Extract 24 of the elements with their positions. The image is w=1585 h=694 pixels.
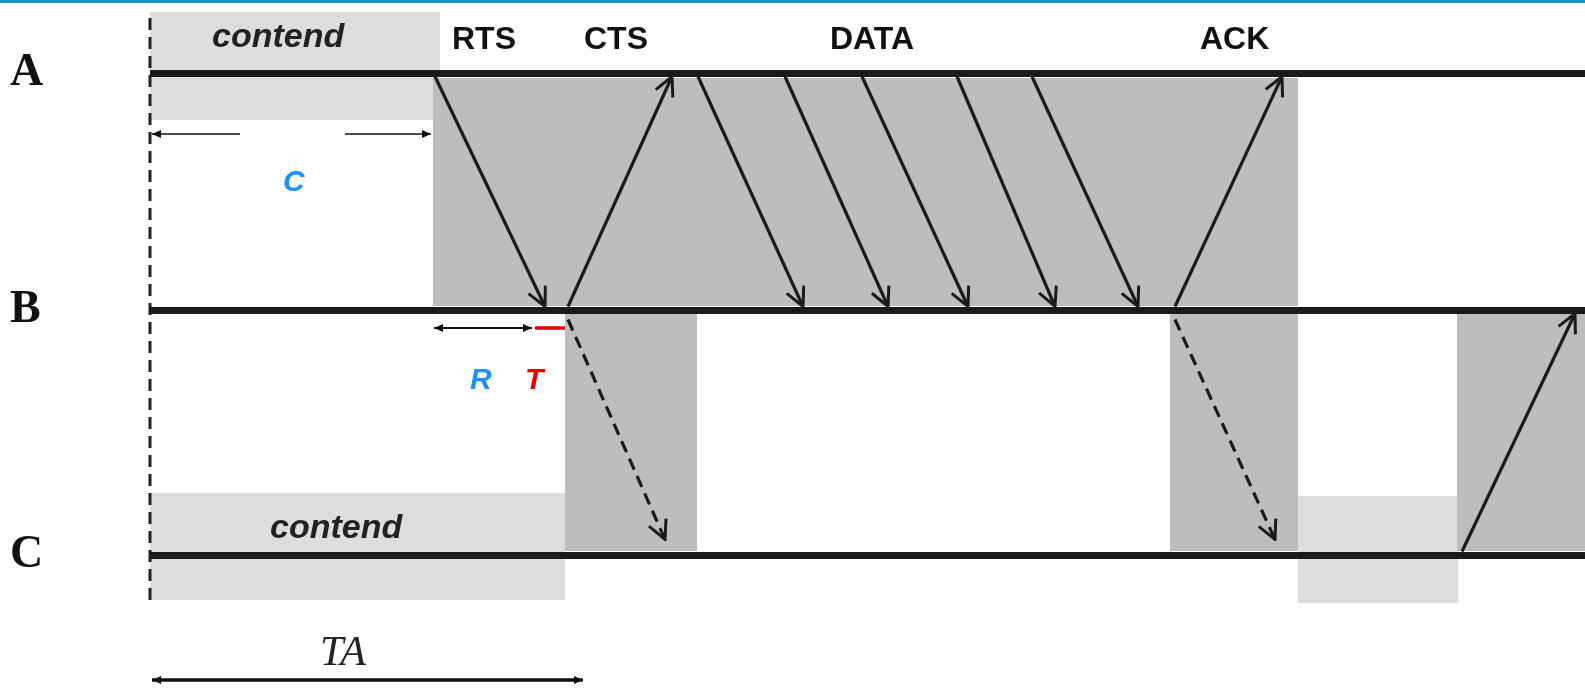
message-arrow xyxy=(860,75,971,308)
message-arrow xyxy=(433,75,547,308)
station-label: A xyxy=(10,42,44,97)
station-label: B xyxy=(10,279,41,334)
phase-label: contend xyxy=(212,18,345,52)
message-arrow xyxy=(1173,318,1278,541)
message-arrow xyxy=(566,318,668,541)
message-arrow xyxy=(1030,75,1141,308)
message-arrow xyxy=(955,75,1058,308)
message-label: RTS xyxy=(452,22,516,54)
message-label: DATA xyxy=(830,22,915,54)
station-label: C xyxy=(10,524,44,579)
phase-label: contend xyxy=(270,509,403,543)
message-label: ACK xyxy=(1200,22,1270,54)
interval-label: C xyxy=(283,166,305,196)
message-arrow xyxy=(696,75,806,308)
interval-label: R xyxy=(470,364,492,394)
message-arrow xyxy=(566,75,675,308)
interval-label: TA xyxy=(320,630,366,672)
message-label: CTS xyxy=(584,22,648,54)
interval-label: T xyxy=(525,364,544,394)
message-arrow xyxy=(1173,75,1285,308)
message-arrow xyxy=(1460,312,1577,553)
message-arrow xyxy=(783,75,891,308)
